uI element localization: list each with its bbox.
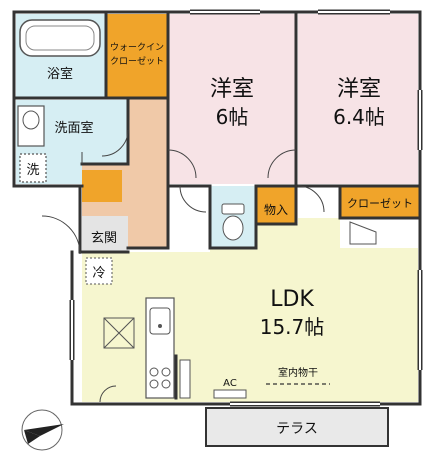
room-hallway xyxy=(128,98,168,248)
label-ldk-name: LDK xyxy=(270,287,314,312)
shoe-cabinet xyxy=(82,170,122,202)
label-bath: 浴室 xyxy=(47,66,73,82)
fridge-space xyxy=(85,257,113,285)
washer-space xyxy=(19,153,47,183)
label-storage: 物入 xyxy=(264,203,288,217)
label-western-2-size: 6.4帖 xyxy=(333,105,385,129)
room-storage xyxy=(256,186,296,224)
label-walkin-line2: クローゼット xyxy=(110,55,164,67)
label-western-2-name: 洋室 xyxy=(337,77,381,102)
label-entrance: 玄関 xyxy=(91,231,117,246)
label-terrace: テラス xyxy=(276,421,318,437)
compass-north-arrow-icon xyxy=(21,409,64,451)
ventilation-icon xyxy=(103,317,135,349)
label-western-1-name: 洋室 xyxy=(210,77,254,102)
label-western-1-size: 6帖 xyxy=(216,105,249,129)
label-washroom: 洗面室 xyxy=(54,120,93,136)
label-drying: 室内物干 xyxy=(278,366,318,379)
label-ac: AC xyxy=(223,378,237,389)
label-walkin-line1: ウォークイン xyxy=(110,42,164,53)
kitchen-sink-icon xyxy=(149,307,171,335)
bathtub-icon xyxy=(19,19,101,57)
toilet-icon xyxy=(221,203,245,241)
air-conditioner xyxy=(213,389,247,399)
sink-icon xyxy=(17,105,45,147)
label-closet: クローゼット xyxy=(347,197,413,210)
room-western-2 xyxy=(298,14,418,184)
label-fridge: 冷 xyxy=(92,266,105,281)
room-walkin-closet xyxy=(106,14,168,98)
room-entrance xyxy=(82,216,128,252)
stove-icon xyxy=(149,367,171,389)
label-ldk-size: 15.7帖 xyxy=(260,315,325,339)
room-closet xyxy=(340,186,420,218)
label-washer: 洗 xyxy=(26,163,39,178)
room-western-1 xyxy=(168,14,296,184)
terrace xyxy=(206,408,388,446)
